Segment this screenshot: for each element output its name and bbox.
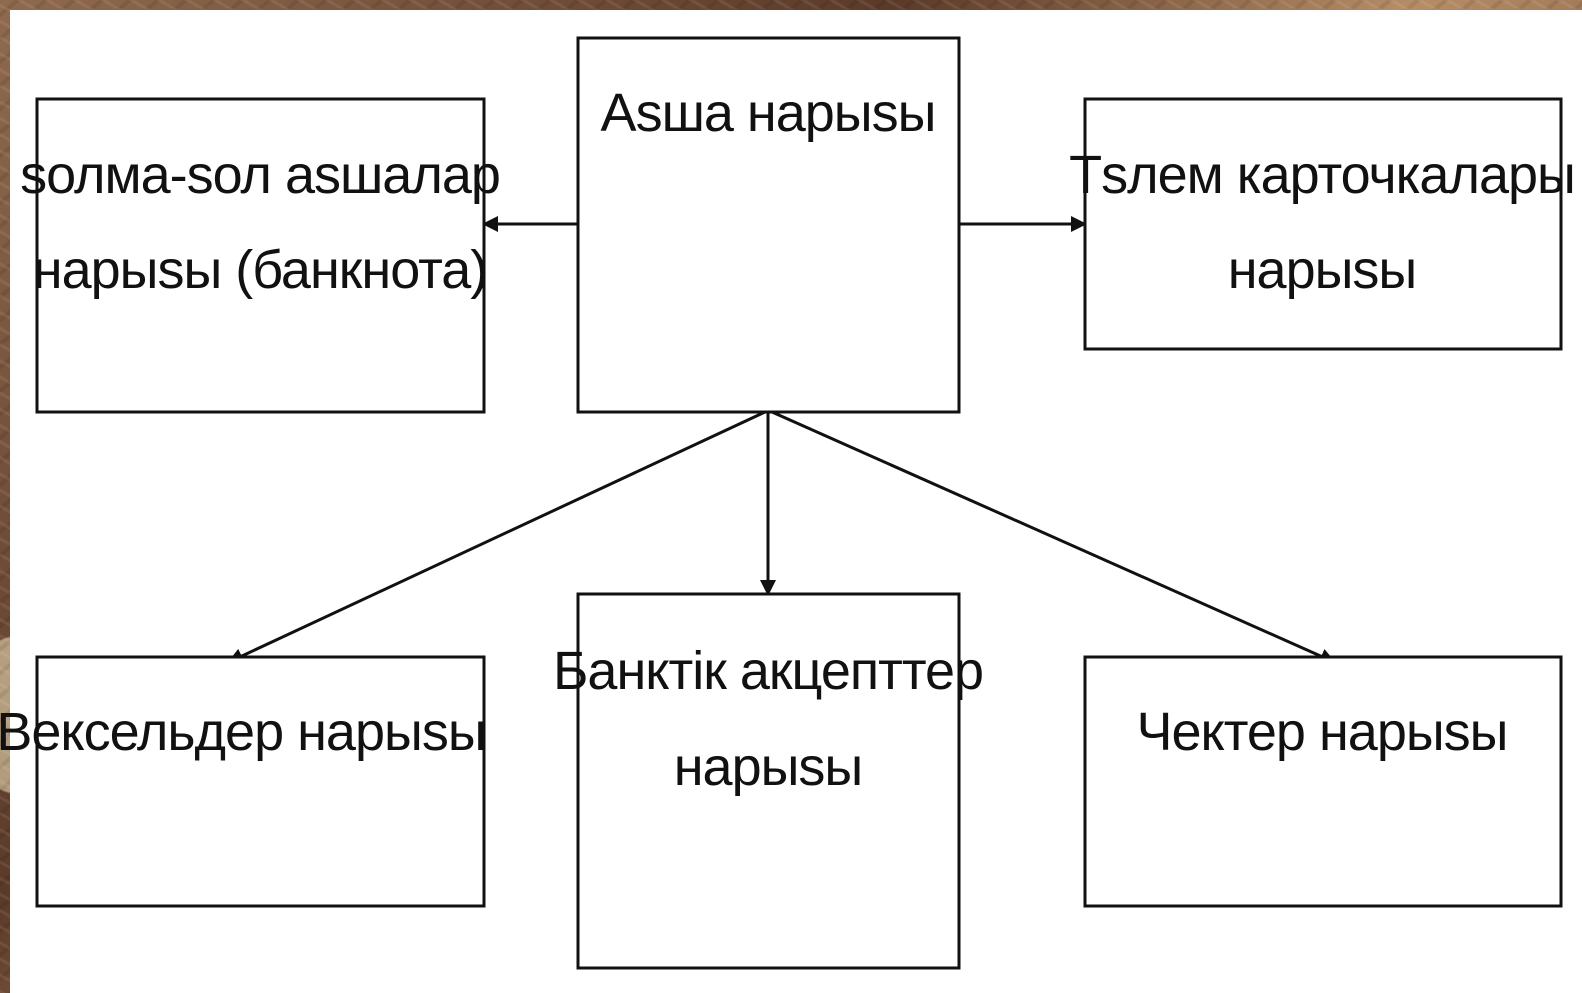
node-center-box [576,36,961,414]
node-right-top-box [1083,97,1563,351]
node-left-bottom: Вексельдер нарыѕы [0,655,487,908]
node-center-label-line-1: Аѕша нарыѕы [601,83,936,143]
node-right-top-label-line-2: нарыѕы [1228,240,1417,300]
node-right-bottom: Чектер нарыѕы [1083,655,1563,908]
node-center: Аѕша нарыѕы [576,36,961,414]
node-left-bottom-label-line-1: Вексельдер нарыѕы [0,702,486,762]
node-left-top-box [35,97,486,414]
node-right-top: Тѕлем карточкалары нарыѕы [1069,97,1576,351]
node-right-top-label-line-1: Тѕлем карточкалары [1069,145,1575,205]
node-right-bottom-label-line-1: Чектер нарыѕы [1137,702,1508,762]
node-left-bottom-box [35,655,486,908]
node-center-bottom-box [576,592,961,970]
node-left-top-label-line-1: ѕолма-ѕол аѕшалар [20,145,500,205]
node-center-bottom-label-line-1: Банктік акцепттер [553,641,983,701]
node-right-bottom-box [1083,655,1563,908]
arrow-to-right-bottom [771,410,1336,664]
node-left-top: ѕолма-ѕол аѕшалар нарыѕы (банкнота) [20,97,501,414]
arrow-to-left-bottom [227,410,766,664]
node-center-bottom-label-line-2: нарыѕы [674,737,863,797]
node-left-top-label-line-2: нарыѕы (банкнота) [33,240,487,300]
node-center-bottom: Банктік акцепттер нарыѕы [553,592,984,970]
connector-edges [227,216,1336,664]
